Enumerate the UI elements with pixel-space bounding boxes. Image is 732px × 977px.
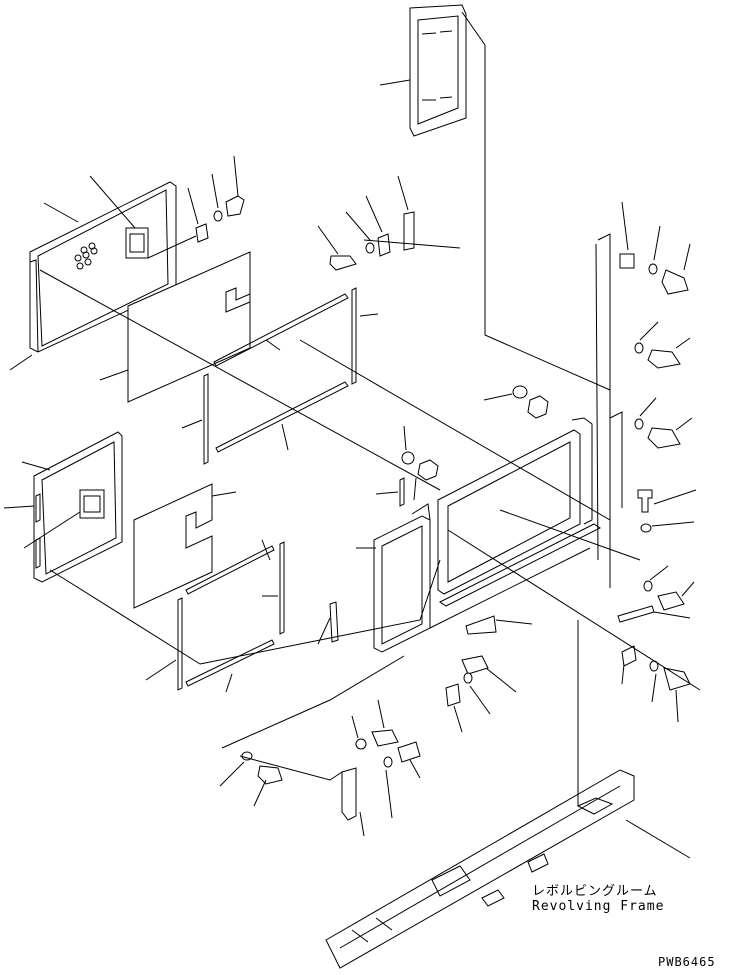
drawing-code: PWB6465 [658,955,716,969]
top-bracket-panel [379,4,611,391]
lower-insulation-pad [133,483,285,693]
top-center-fasteners [147,155,415,271]
middle-nuts [375,385,549,507]
bottom-left-fasteners [219,601,533,837]
revolving-frame [325,620,691,969]
lower-door-panel [3,431,123,583]
center-frame [356,417,601,653]
upper-insulation-pad [99,251,379,465]
part-name-japanese: レボルビングルーム [532,884,658,899]
right-side-strip [597,201,635,588]
part-name-english: Revolving Frame [532,899,665,914]
right-fasteners [617,225,697,723]
upper-door-panel [9,175,177,371]
reference-lines [39,239,701,781]
